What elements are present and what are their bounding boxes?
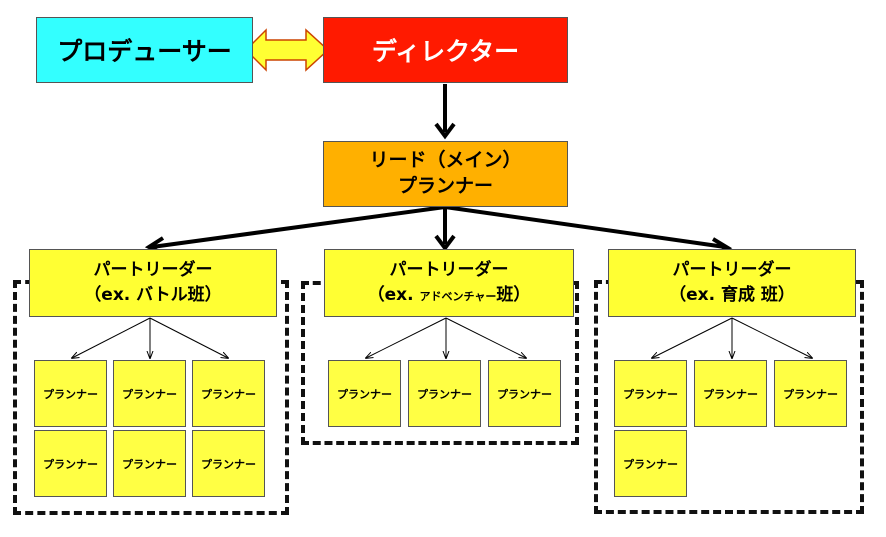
two-way-arrow	[244, 28, 330, 72]
part-title: パートリーダー	[389, 260, 509, 281]
part-sub: （ex. 育成 班）	[669, 285, 795, 305]
planner-box: プランナー	[113, 360, 186, 427]
part-leader-battle: パートリーダー （ex. バトル班）	[29, 249, 277, 317]
arrow-lead-part3	[444, 205, 726, 249]
planner-box: プランナー	[34, 430, 107, 497]
planner-box: プランナー	[113, 430, 186, 497]
planner-box: プランナー	[614, 430, 687, 497]
planner-box: プランナー	[408, 360, 481, 427]
part-title: パートリーダー	[672, 260, 792, 281]
part-leader-adventure: パートリーダー （ex. アドベンチャー班）	[324, 249, 574, 317]
part-sub: （ex. アドベンチャー班）	[367, 285, 531, 305]
lead-planner-box: リード（メイン） プランナー	[323, 141, 568, 207]
planner-box: プランナー	[192, 360, 265, 427]
part-sub: （ex. バトル班）	[84, 285, 222, 305]
producer-box: プロデューサー	[36, 17, 253, 83]
producer-label: プロデューサー	[57, 37, 232, 66]
planner-box: プランナー	[694, 360, 767, 427]
arrow-lead-part1	[151, 205, 446, 249]
planner-box: プランナー	[774, 360, 847, 427]
planner-box: プランナー	[34, 360, 107, 427]
planner-box: プランナー	[192, 430, 265, 497]
lead-label-2: プランナー	[397, 175, 493, 197]
planner-box: プランナー	[328, 360, 401, 427]
lead-label-1: リード（メイン）	[369, 149, 522, 172]
director-box: ディレクター	[323, 17, 568, 83]
director-label: ディレクター	[371, 37, 520, 66]
planner-box: プランナー	[488, 360, 561, 427]
planner-box: プランナー	[614, 360, 687, 427]
part-title: パートリーダー	[93, 260, 213, 281]
part-leader-training: パートリーダー （ex. 育成 班）	[608, 249, 856, 317]
